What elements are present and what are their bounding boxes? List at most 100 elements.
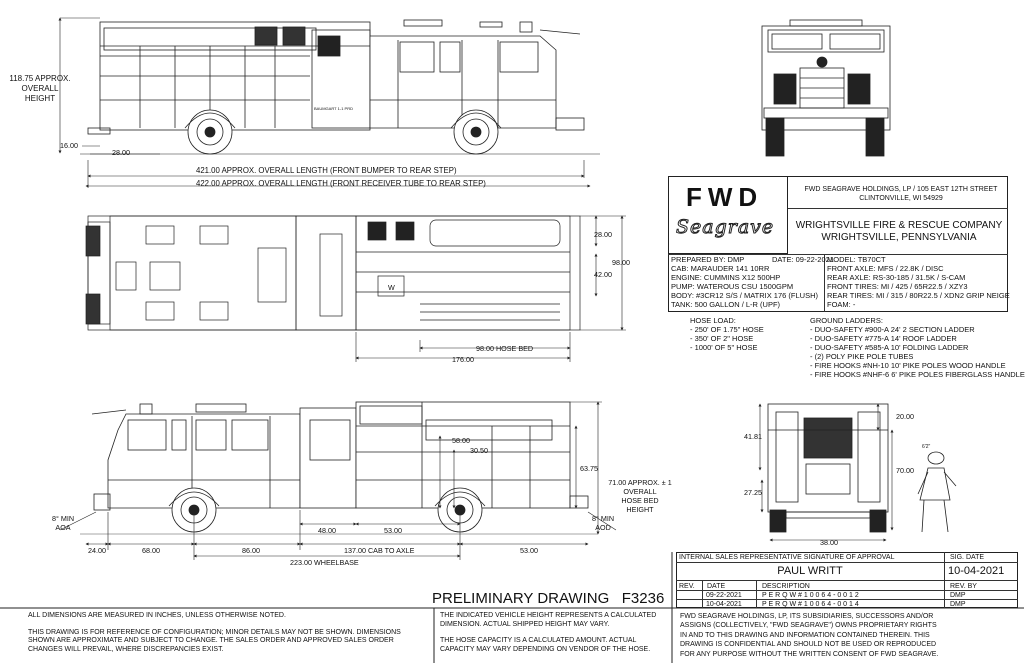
rev-header-desc: DESCRIPTION <box>762 583 810 590</box>
note-line: THE HOSE CAPACITY IS A CALCULATED AMOUNT… <box>440 637 637 645</box>
notes-left: ALL DIMENSIONS ARE MEASURED IN INCHES, U… <box>28 612 401 654</box>
rev-header-rev: REV. <box>679 583 695 590</box>
bed-height-line: OVERALL <box>623 487 657 496</box>
height-label-line: 118.75 APPROX. <box>9 74 71 83</box>
plan-view <box>85 215 581 331</box>
spec-line: FRONT AXLE: MFS / 22.8K / DISC <box>827 264 944 273</box>
bed-height-line: 71.00 APPROX. ± 1 <box>608 478 672 487</box>
cab-to-axle: 137.00 CAB TO AXLE <box>344 546 415 555</box>
aod-line: 8° MIN <box>592 514 615 523</box>
spec-line: PREPARED BY: DMP <box>671 255 745 264</box>
rev-col <box>702 580 703 608</box>
note-line: IN AND TO THIS DRAWING AND INFORMATION C… <box>680 631 930 639</box>
spec-line: ENGINE: CUMMINS X12 500HP <box>671 273 781 282</box>
hose-load: HOSE LOAD: - 250' OF 1.75" HOSE - 350' O… <box>690 316 800 352</box>
plan-dim-98: 98.00 <box>612 258 630 267</box>
side-elevation-bottom <box>91 401 589 533</box>
note-line: CAPACITY MAY VARY DEPENDING ON VENDOR OF… <box>440 645 651 653</box>
hose-load-item: - 350' OF 2" HOSE <box>690 334 754 343</box>
aoa-line: AOA <box>55 523 71 532</box>
figure-height-tag: 6'2" <box>922 444 931 450</box>
wheelbase: 223.00 WHEELBASE <box>290 558 359 567</box>
spec-line: MODEL: TB70CT <box>827 255 886 264</box>
fwd-logo: FWD <box>686 182 764 212</box>
rev-header-line <box>676 580 1018 581</box>
address-line: FWD SEAGRAVE HOLDINGS, LP / 105 EAST 12T… <box>804 186 998 193</box>
dim-28: 28.00 <box>112 148 130 157</box>
height-label-line: HEIGHT <box>24 94 56 103</box>
rev-col <box>756 580 757 608</box>
ladder-item: - FIRE HOOKS #NH-10 10' PIKE POLES WOOD … <box>810 361 1006 370</box>
hose-bed-height: 71.00 APPROX. ± 1 OVERALL HOSE BED HEIGH… <box>604 478 676 514</box>
side-dim-53b: 53.00 <box>520 546 538 555</box>
spec-line: REAR TIRES: MI / 315 / 80R22.5 / XDN2 GR… <box>827 291 1010 300</box>
side-dim-24: 24.00 <box>88 546 106 555</box>
ladder-item: - DUO-SAFETY #900-A 24' 2 SECTION LADDER <box>810 325 975 334</box>
plan-dim-28: 28.00 <box>594 230 612 239</box>
aoa-label: 8° MIN AOA <box>52 514 74 532</box>
note-line: SHOWN ARE APPROXIMATE AND SUBJECT TO CHA… <box>28 637 394 645</box>
right-spec-list: MODEL: TB70CT FRONT AXLE: MFS / 22.8K / … <box>827 255 1010 309</box>
spec-line: TANK: 500 GALLON / L-R (UPF) <box>671 300 781 309</box>
note-line: ASSIGNS (COLLECTIVELY, "FWD SEAGRAVE") O… <box>680 622 937 630</box>
side-dim-3050: 30.50 <box>470 446 488 455</box>
ground-ladders: GROUND LADDERS: - DUO-SAFETY #900-A 24' … <box>810 316 1025 379</box>
logo-box <box>668 176 788 254</box>
height-label-top: 118.75 APPROX. OVERALL HEIGHT <box>6 74 74 104</box>
note-line: FOR ANY PURPOSE WITHOUT THE WRITTEN CONS… <box>680 650 939 658</box>
spec-line: FOAM: - <box>827 300 856 309</box>
sig-label: INTERNAL SALES REPRESENTATIVE SIGNATURE … <box>679 554 895 561</box>
rev-row-by: DMP <box>950 592 966 599</box>
rev-row-desc: P E R Q W # 1 0 0 6 4 - 0 0 1 4 <box>762 601 859 608</box>
note-line: DIMENSION. ACTUAL SHIPPED HEIGHT MAY VAR… <box>440 620 610 628</box>
plan-w-mark: W <box>388 283 395 292</box>
note-line <box>440 629 656 637</box>
rev-row-date: 10-04-2021 <box>706 601 742 608</box>
drawing-title: PRELIMINARY DRAWING F3236 <box>432 590 665 607</box>
hose-load-item: - 250' OF 1.75" HOSE <box>690 325 764 334</box>
side-dim-6375: 63.75 <box>580 464 598 473</box>
dim-16: 16.00 <box>60 141 78 150</box>
spec-line: BODY: #3CR12 S/S / MATRIX 176 (FLUSH) <box>671 291 818 300</box>
sig-date-label: SIG. DATE <box>950 554 985 561</box>
rev-header-date: DATE <box>707 583 726 590</box>
customer-line: WRIGHTSVILLE, PENNSYLVANIA <box>821 232 977 243</box>
customer-name: WRIGHTSVILLE FIRE & RESCUE COMPANY WRIGH… <box>792 220 1006 244</box>
hose-load-title: HOSE LOAD: <box>690 316 736 325</box>
hose-bed-dim: 98.00 HOSE BED <box>476 344 534 353</box>
ladders-title: GROUND LADDERS: <box>810 316 883 325</box>
note-line: ALL DIMENSIONS ARE MEASURED IN INCHES, U… <box>28 612 286 619</box>
bed-height-line: HOSE BED <box>621 496 659 505</box>
rep-name: PAUL WRITT <box>777 565 843 577</box>
rear-dim-70: 70.00 <box>896 466 914 475</box>
ladder-item: - FIRE HOOKS #NHF-6 6' PIKE POLES FIBERG… <box>810 370 1025 379</box>
overall-length-1: 421.00 APPROX. OVERALL LENGTH (FRONT BUM… <box>196 166 457 175</box>
rev-row-line <box>676 590 1018 591</box>
ladder-item: - DUO-SAFETY #585-A 10' FOLDING LADDER <box>810 343 969 352</box>
side-dim-86: 86.00 <box>242 546 260 555</box>
aod-label: 8° MIN AOD <box>592 514 614 532</box>
rear-dim-4181: 41.81 <box>744 432 762 441</box>
aoa-line: 8° MIN <box>52 514 75 523</box>
rear-dim-20: 20.00 <box>896 412 914 421</box>
notes-middle: THE INDICATED VEHICLE HEIGHT REPRESENTS … <box>440 612 656 654</box>
ladder-item: - (2) POLY PIKE POLE TUBES <box>810 352 914 361</box>
front-elevation <box>761 19 891 157</box>
hose-load-item: - 1000' OF 5" HOSE <box>690 343 758 352</box>
sig-date: 10-04-2021 <box>948 565 1005 577</box>
company-address: FWD SEAGRAVE HOLDINGS, LP / 105 EAST 12T… <box>796 185 1006 203</box>
spec-col-divider <box>824 254 825 312</box>
ladder-item: - DUO-SAFETY #775-A 14' ROOF LADDER <box>810 334 957 343</box>
side-dim-48: 48.00 <box>318 526 336 535</box>
rear-elevation <box>767 403 889 533</box>
side-dim-58: 58.00 <box>452 436 470 445</box>
rev-row-date: 09-22-2021 <box>706 592 742 599</box>
rev-header-by: REV. BY <box>950 583 977 590</box>
spec-divider <box>668 254 1008 255</box>
title-divider <box>788 208 1008 209</box>
spec-line: FRONT TIRES: MI / 425 / 65R22.5 / XZY3 <box>827 282 968 291</box>
door-text: BAUMGART 1-1 PRD <box>314 106 353 111</box>
height-label-line: OVERALL <box>21 84 59 93</box>
note-line: CHANGES WILL PREVAIL, WHERE DISCREPANCIE… <box>28 645 224 653</box>
left-spec-list: PREPARED BY: DMP CAB: MARAUDER 141 10RR … <box>671 255 823 309</box>
